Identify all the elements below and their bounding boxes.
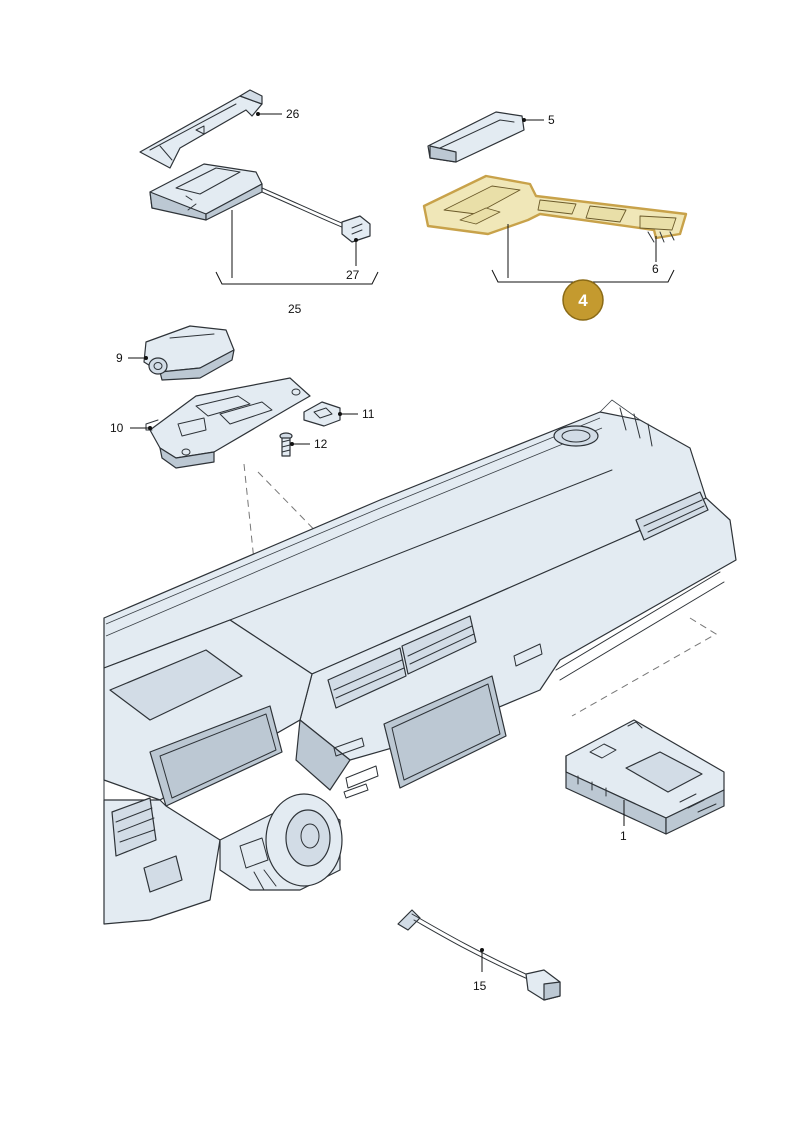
leader-15-dot — [480, 948, 484, 952]
callout-6: 6 — [652, 262, 659, 276]
bracket-part-26 — [139, 89, 263, 169]
callout-1: 1 — [620, 829, 627, 843]
callout-11: 11 — [362, 407, 375, 421]
callout-5: 5 — [548, 113, 555, 127]
leader-12-dot — [290, 442, 294, 446]
assembly-line-right — [571, 617, 717, 717]
screw-part-12 — [279, 432, 293, 457]
assembly-badge-4: 4 — [562, 279, 604, 321]
leader-9-dot — [144, 356, 148, 360]
leader-5-dot — [522, 118, 526, 122]
bracket-25 — [215, 271, 379, 285]
leader-27-dot — [354, 238, 358, 242]
leader-11-dot — [338, 412, 342, 416]
clip-nut-part-11 — [303, 401, 341, 427]
dashboard-instrument-panel — [103, 399, 737, 925]
module-part-1 — [565, 719, 725, 835]
connector-part-27 — [341, 215, 371, 243]
leader-10-dot — [148, 426, 152, 430]
callout-12: 12 — [314, 437, 328, 451]
callout-15: 15 — [473, 979, 487, 993]
mounting-plate-part-10 — [145, 377, 311, 469]
cover-part-5 — [427, 111, 525, 163]
control-unit-part-25 — [149, 163, 345, 229]
callout-10: 10 — [110, 421, 124, 435]
callout-25: 25 — [288, 302, 302, 316]
highlighted-assembly-part-4 — [422, 174, 688, 243]
callout-9: 9 — [116, 351, 123, 365]
sensor-part-9 — [143, 325, 235, 381]
cable-part-15 — [397, 909, 561, 1001]
callout-27: 27 — [346, 268, 360, 282]
callout-26: 26 — [286, 107, 300, 121]
leader-26-dot — [256, 112, 260, 116]
badge-label-4: 4 — [578, 291, 588, 310]
